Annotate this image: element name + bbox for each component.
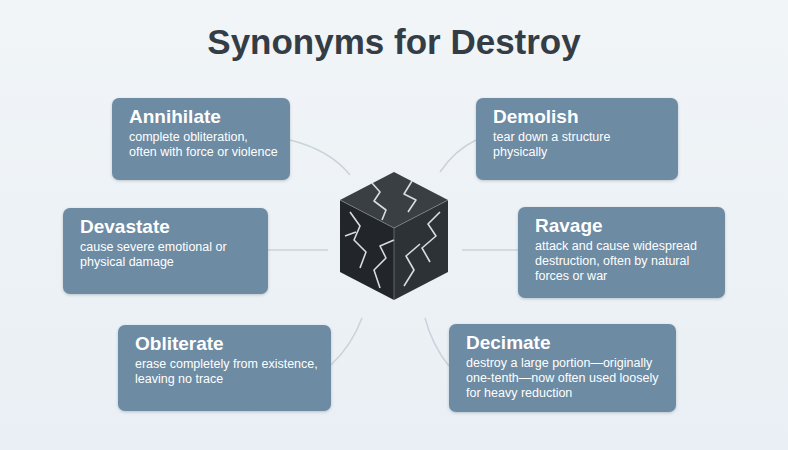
definition-text: cause severe emotional or physical damag… <box>80 240 256 270</box>
synonym-word: Decimate <box>466 332 664 354</box>
definition-text: erase completely from existence, leaving… <box>135 357 319 387</box>
synonym-word: Ravage <box>535 215 713 237</box>
definition-text: attack and cause widespread destruction,… <box>535 239 713 284</box>
synonym-box: Ravageattack and cause widespread destru… <box>518 207 725 298</box>
synonym-box: Demolishtear down a structure physically <box>476 98 678 180</box>
synonym-box: Decimatedestroy a large portion—original… <box>449 324 676 412</box>
definition-text: destroy a large portion—originally one-t… <box>466 356 664 401</box>
synonym-box: Annihilatecomplete obliteration, often w… <box>112 98 290 180</box>
definition-text: complete obliteration, often with force … <box>129 130 278 160</box>
synonym-box: Obliterateerase completely from existenc… <box>118 325 331 411</box>
synonym-word: Devastate <box>80 216 256 238</box>
cracked-cube <box>340 172 448 300</box>
synonym-word: Obliterate <box>135 333 319 355</box>
synonym-word: Annihilate <box>129 106 278 128</box>
diagram-title: Synonyms for Destroy <box>0 22 788 62</box>
synonym-box: Devastatecause severe emotional or physi… <box>63 208 268 294</box>
synonym-word: Demolish <box>493 106 666 128</box>
definition-text: tear down a structure physically <box>493 130 666 160</box>
